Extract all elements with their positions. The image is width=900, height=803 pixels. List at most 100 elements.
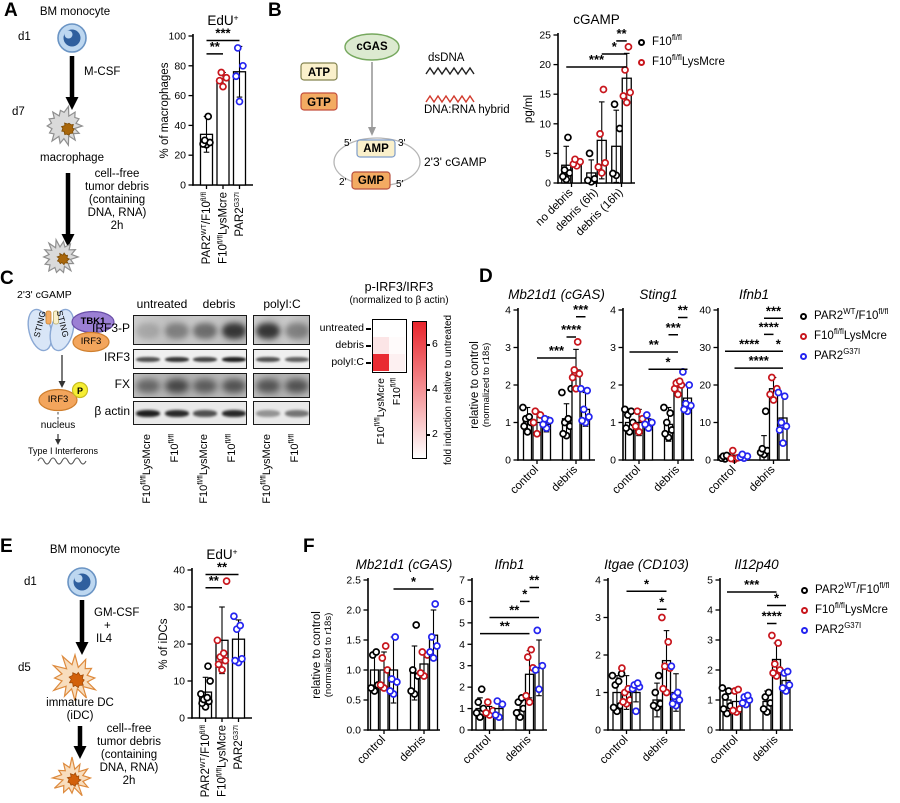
svg-text:1: 1 [595, 687, 601, 699]
svg-text:Il12p40: Il12p40 [734, 557, 779, 572]
svg-text:debris: debris [747, 463, 778, 494]
wb-actin-left [133, 401, 247, 425]
two-prime-label: 2' [339, 177, 347, 188]
svg-text:cGAMP: cGAMP [573, 12, 620, 27]
arrow-down-icon [58, 355, 66, 388]
heatmap-col-label: F10fl/fl [389, 378, 404, 406]
svg-text:% of macrophages: % of macrophages [159, 62, 171, 158]
heatmap-row-label: untreated [319, 322, 364, 334]
amp-label: AMP [363, 143, 389, 155]
wb-actin-right [253, 401, 310, 425]
svg-text:10: 10 [699, 417, 711, 429]
svg-text:**: ** [209, 573, 220, 588]
atp-label: ATP [307, 67, 331, 79]
svg-text:F10fl/flLysMcre: F10fl/flLysMcre [217, 192, 230, 264]
svg-text:*: * [665, 354, 671, 369]
svg-text:30: 30 [173, 602, 185, 614]
wb-fx-left [133, 373, 247, 398]
svg-text:1: 1 [459, 703, 465, 715]
heatmap-row-label: polyI:C [331, 356, 364, 368]
d1-label: d1 [18, 31, 31, 43]
svg-text:**: ** [616, 26, 627, 41]
gmcsf-label: GM-CSF [94, 607, 140, 619]
svg-text:3: 3 [595, 612, 601, 624]
sting-channel-icon [45, 310, 52, 325]
svg-text:****: **** [561, 322, 582, 337]
svg-text:relative to control: relative to control [311, 611, 323, 699]
svg-text:debris: debris [549, 463, 580, 494]
legend-label: PAR2G37I [814, 347, 861, 362]
irf3-label: IRF3 [47, 394, 69, 405]
legend-label: F10fl/flLysMcre [814, 327, 887, 342]
legend-marker-icon [638, 58, 645, 66]
cgamp-product-label: 2'3' cGAMP [424, 155, 487, 169]
svg-text:***: *** [744, 577, 760, 592]
legend-marker-icon [800, 352, 807, 360]
panel-e-label: E [0, 536, 13, 557]
heatmap-row-tick [366, 345, 371, 347]
svg-text:% of iDCs: % of iDCs [158, 618, 170, 669]
wb-row-label: β actin [94, 404, 130, 418]
bm-monocyte-label: BM monocyte [49, 544, 121, 556]
macrophage-nucleus-icon [60, 122, 75, 136]
nucleus-label: nucleus [40, 420, 76, 431]
svg-text:**: ** [529, 573, 540, 588]
svg-text:1: 1 [610, 417, 616, 429]
wb-lane-label: F10fl/flLysMcre [138, 434, 153, 504]
svg-text:**: ** [509, 603, 520, 618]
svg-text:F10fl/flLysMcre: F10fl/flLysMcre [216, 725, 229, 797]
svg-text:debris: debris [503, 733, 534, 764]
legend-label: PAR2WT/F10fl/fl [815, 581, 890, 596]
panel-e-diagram [50, 567, 98, 797]
wb-irf3p-left [133, 315, 247, 345]
svg-text:3: 3 [707, 635, 713, 647]
debris-line: cell--free [94, 168, 140, 180]
svg-text:***: *** [549, 343, 565, 358]
debris-line: tumor debris [85, 181, 149, 193]
legend-item: PAR2G37I [800, 347, 888, 362]
il4-label: IL4 [96, 633, 112, 645]
wb-row-label: FX [114, 377, 130, 391]
five-prime-label: 5' [396, 179, 404, 190]
svg-text:PAR2G37I: PAR2G37I [232, 725, 245, 770]
dendritic-cell-nucleus-icon [66, 772, 82, 788]
debris-line: 2h [122, 775, 136, 787]
svg-text:30: 30 [699, 342, 711, 354]
debris-text-block: cell--free tumor debris (containing DNA,… [78, 168, 156, 233]
svg-text:20: 20 [173, 639, 185, 651]
heatmap-title: p-IRF3/IRF3 [364, 280, 434, 294]
svg-text:Mb21d1 (cGAS): Mb21d1 (cGAS) [508, 287, 605, 302]
svg-text:*: * [774, 591, 780, 606]
panel-a-diagram [42, 23, 87, 274]
svg-text:40: 40 [174, 120, 186, 132]
panel-a-label: A [4, 0, 18, 21]
wb-irf3-right [253, 349, 310, 369]
svg-text:3: 3 [505, 342, 511, 354]
svg-text:0: 0 [705, 455, 711, 467]
heatmap-col-label: F10fl/flLysMcre [373, 378, 388, 445]
svg-text:PAR2G37I: PAR2G37I [233, 192, 246, 237]
immature-dc-label: immature DC [46, 697, 114, 709]
legend-label: F10fl/fl [652, 33, 682, 48]
svg-text:control: control [706, 464, 739, 497]
svg-text:control: control [708, 734, 741, 767]
heatmap-row-tick [366, 328, 371, 330]
svg-text:4: 4 [610, 305, 616, 317]
svg-text:20: 20 [539, 59, 551, 71]
dsdna-label: dsDNA [428, 52, 465, 64]
svg-text:0.5: 0.5 [346, 695, 361, 707]
heatmap-row-label: debris [335, 339, 364, 351]
svg-text:20: 20 [699, 380, 711, 392]
svg-text:0: 0 [505, 455, 511, 467]
gmp-box [351, 171, 391, 190]
svg-text:20: 20 [174, 150, 186, 162]
arrow-down-icon [368, 62, 376, 136]
svg-text:*: * [522, 586, 528, 601]
legend-label: PAR2WT/F10fl/fl [814, 307, 889, 322]
svg-text:****: **** [739, 336, 760, 351]
